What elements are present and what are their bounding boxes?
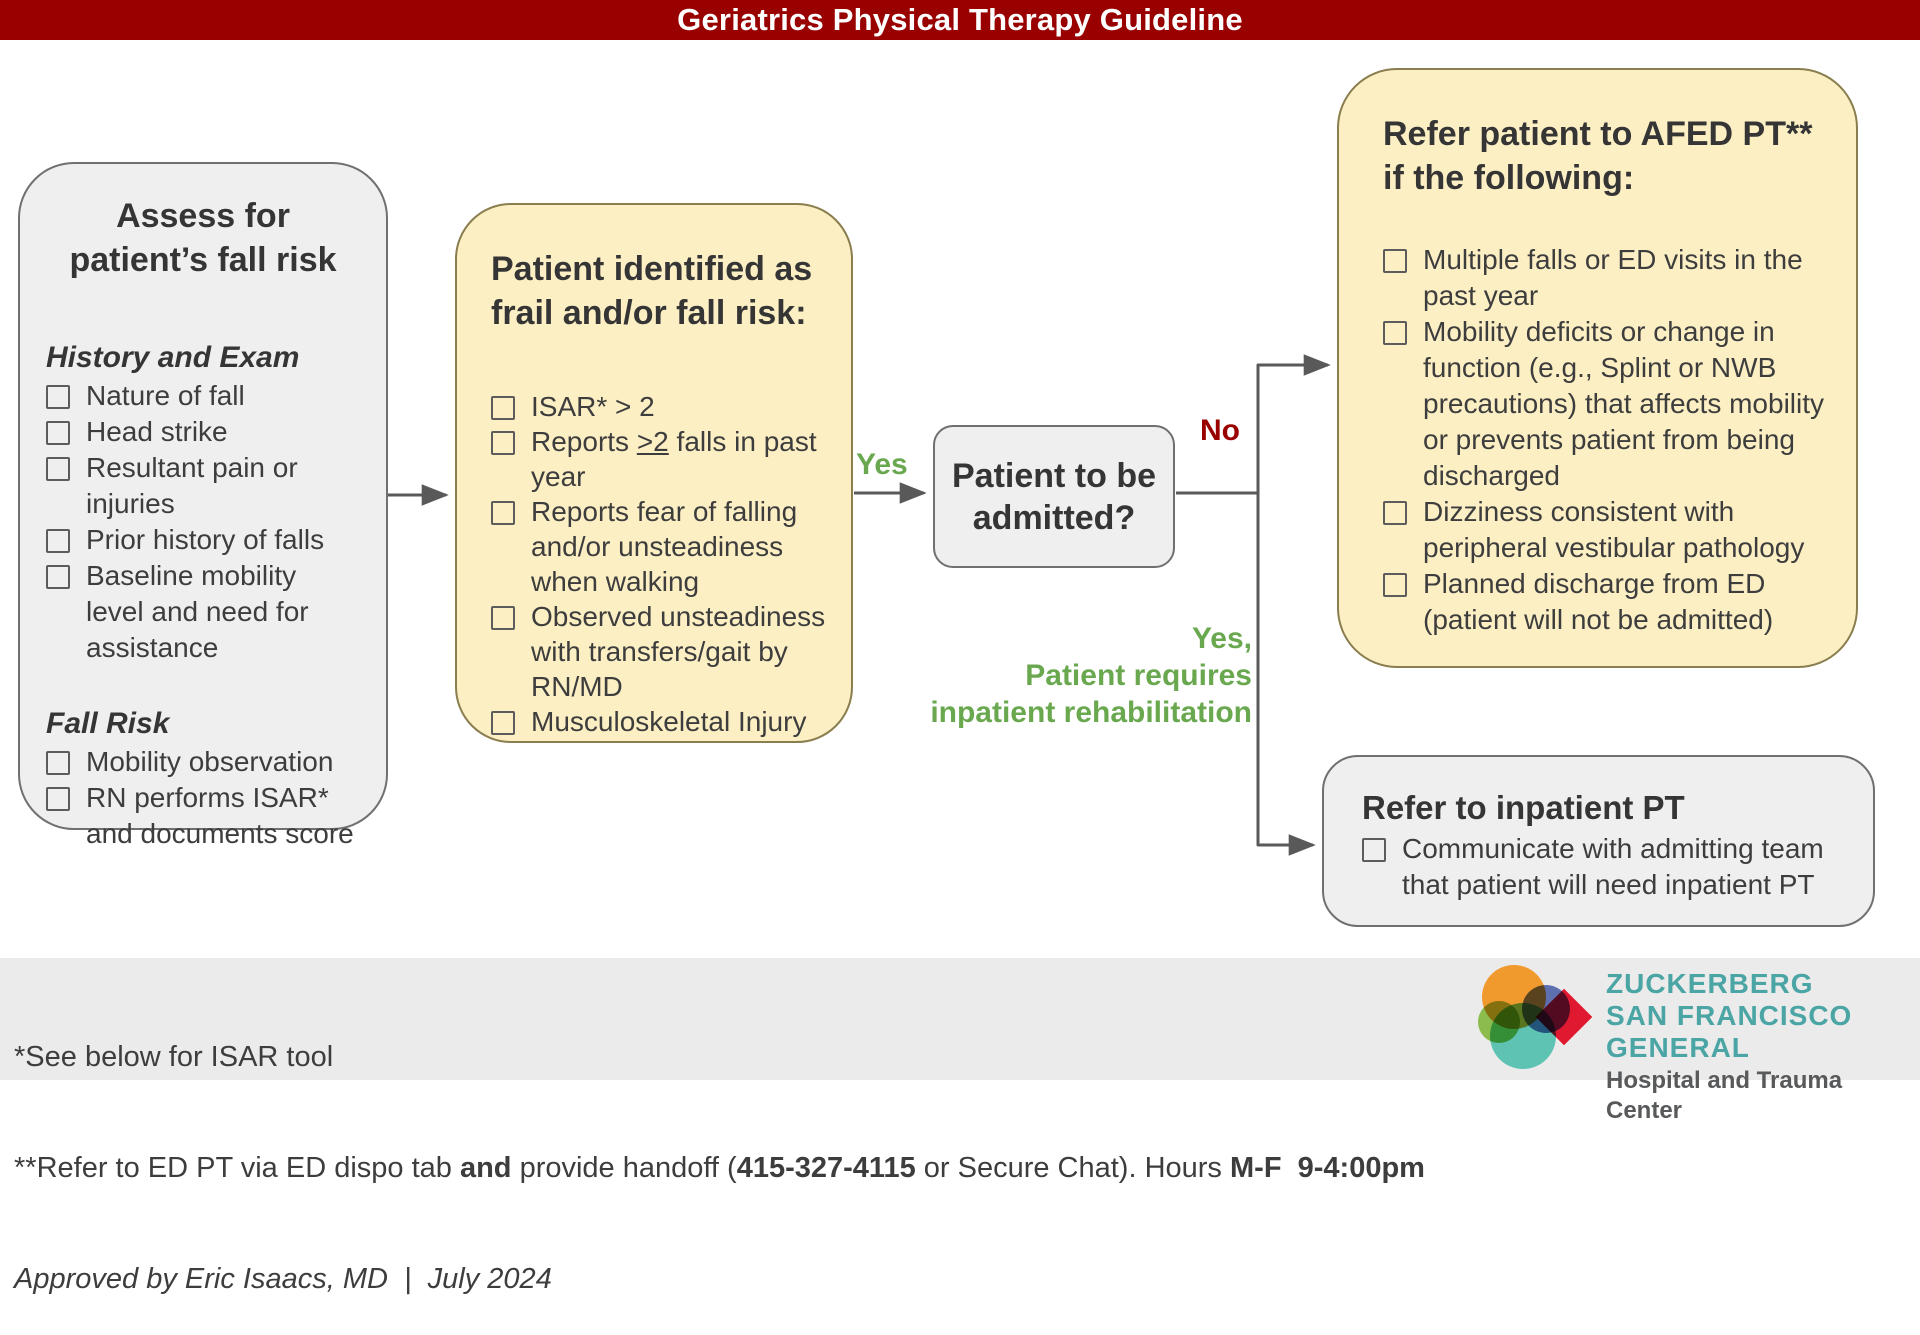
admitted-box-title: Patient to be admitted? (951, 456, 1157, 537)
checkbox-icon (491, 501, 515, 525)
greater-equal-2: >2 (636, 426, 669, 457)
logo-line-zuckerberg: ZUCKERBERG (1606, 968, 1814, 999)
inpatient-box-title: Refer to inpatient PT (1362, 789, 1685, 826)
checklist-item-label: Multiple falls or ED visits in the past … (1423, 244, 1803, 311)
checklist-item: Mobility observation (46, 744, 360, 780)
yes-label: Yes (856, 448, 908, 481)
hours-text: M-F 9-4:00pm (1230, 1152, 1425, 1184)
checklist-item: RN performs ISAR* and documents score (46, 780, 360, 852)
checklist-item: Nature of fall (46, 378, 360, 414)
assess-box-title: Assess for patient’s fall risk (69, 197, 337, 279)
logo-line-sfgeneral: SAN FRANCISCO GENERAL (1606, 1000, 1853, 1063)
yes-rehab-line3: inpatient rehabilitation (930, 696, 1252, 729)
checklist-item: Observed unsteadiness with transfers/gai… (491, 599, 827, 704)
logo-line-hospital: Hospital and Trauma Center (1606, 1067, 1843, 1124)
afed-referral-box: Refer patient to AFED PT** if the follow… (1337, 68, 1858, 668)
item-text-post: falls in past year (531, 426, 817, 492)
assess-fall-risk-box: Assess for patient’s fall risk History a… (18, 162, 388, 849)
checkbox-icon (491, 431, 515, 455)
checklist-item-label: Baseline mobility level and need for ass… (86, 560, 309, 663)
footnote-and-bold: and (459, 1152, 512, 1184)
arrow-no-to-afed (1176, 354, 1331, 495)
footnote-refer-text: **Refer to ED PT via ED dispo tab (14, 1152, 460, 1184)
checklist-item-label: Communicate with admitting team that pat… (1402, 833, 1824, 900)
no-label: No (1200, 414, 1240, 447)
checkbox-icon (491, 606, 515, 630)
checkbox-icon (1383, 501, 1407, 525)
checklist-item: Musculoskeletal Injury (491, 704, 827, 739)
checklist-item-label: ISAR* > 2 (531, 391, 655, 422)
footnote-refer: **Refer to ED PT via ED dispo tab and pr… (14, 1150, 1920, 1187)
checkbox-icon (46, 751, 70, 775)
footnote-isar: *See below for ISAR tool (14, 1041, 334, 1073)
inpatient-referral-box: Refer to inpatient PT Communicate with a… (1322, 755, 1875, 927)
checklist-item-label: Mobility observation (86, 746, 334, 777)
checkbox-icon (46, 529, 70, 553)
hospital-logo-text: ZUCKERBERG SAN FRANCISCO GENERAL Hospita… (1606, 968, 1898, 1126)
checkbox-icon (491, 711, 515, 735)
frail-box-title: Patient identified as frail and/or fall … (491, 250, 813, 332)
checklist-item-label: Planned discharge from ED (patient will … (1423, 568, 1774, 635)
afed-box-title: Refer patient to AFED PT** if the follow… (1383, 115, 1813, 197)
checkbox-icon (491, 396, 515, 420)
item-text-pre: Reports (531, 426, 637, 457)
footnote-refer-text: or Secure Chat). Hours (915, 1152, 1230, 1184)
title-bar: Geriatrics Physical Therapy Guideline (0, 0, 1920, 40)
checkbox-icon (46, 787, 70, 811)
checklist-item-label: Nature of fall (86, 380, 245, 411)
frail-fall-risk-box: Patient identified as frail and/or fall … (455, 203, 853, 743)
footnote-refer-text: provide handoff ( (511, 1152, 737, 1184)
admitted-decision-box: Patient to be admitted? (933, 425, 1175, 568)
checkbox-icon (46, 457, 70, 481)
arrow-yes-to-inpatient (1256, 493, 1316, 856)
checkbox-icon (1383, 321, 1407, 345)
checklist-item-label: Dizziness consistent with peripheral ves… (1423, 496, 1805, 563)
checklist-item: Baseline mobility level and need for ass… (46, 558, 360, 666)
checklist-item: Dizziness consistent with peripheral ves… (1383, 494, 1830, 566)
yes-rehab-label: Yes, Patient requires inpatient rehabili… (900, 620, 1252, 731)
checklist-item-label: Reports >2 falls in past year (531, 424, 827, 494)
hospital-logo: ZUCKERBERG SAN FRANCISCO GENERAL Hospita… (1478, 962, 1898, 1124)
checkbox-icon (1362, 838, 1386, 862)
checkbox-icon (1383, 249, 1407, 273)
checklist-item-label: Reports fear of falling and/or unsteadin… (531, 496, 798, 597)
yes-rehab-line1: Yes, (1191, 622, 1252, 655)
history-exam-heading: History and Exam (46, 341, 300, 374)
checklist-item-label: Observed unsteadiness with transfers/gai… (531, 601, 826, 702)
yes-rehab-line2: Patient requires (1025, 659, 1252, 692)
checklist-item-label: Musculoskeletal Injury (531, 706, 807, 737)
checklist-item-label: Head strike (86, 416, 228, 447)
checklist-item: Communicate with admitting team that pat… (1362, 831, 1847, 903)
checklist-item-label: Resultant pain or injuries (86, 452, 298, 519)
checklist-item: Reports fear of falling and/or unsteadin… (491, 494, 827, 599)
checklist-item: Multiple falls or ED visits in the past … (1383, 242, 1830, 314)
checklist-item: Mobility deficits or change in function … (1383, 314, 1830, 494)
checkbox-icon (46, 385, 70, 409)
checklist-item: Planned discharge from ED (patient will … (1383, 566, 1830, 638)
checklist-item-label: Prior history of falls (86, 524, 325, 555)
hospital-logo-icon (1478, 965, 1604, 1069)
checkbox-icon (1383, 573, 1407, 597)
phone-number: 415-327-4115 (736, 1152, 916, 1184)
checklist-item-label: RN performs ISAR* and documents score (86, 782, 354, 849)
approval-line: Approved by Eric Isaacs, MD | July 2024 (14, 1263, 552, 1295)
checklist-item: ISAR* > 2 (491, 389, 827, 424)
checklist-item: Prior history of falls (46, 522, 360, 558)
checkbox-icon (46, 565, 70, 589)
checkbox-icon (46, 421, 70, 445)
page-title: Geriatrics Physical Therapy Guideline (677, 2, 1243, 37)
checklist-item: Head strike (46, 414, 360, 450)
checklist-item: Resultant pain or injuries (46, 450, 360, 522)
checklist-item-label: Mobility deficits or change in function … (1423, 316, 1825, 491)
checklist-item: Reports >2 falls in past year (491, 424, 827, 494)
fall-risk-heading: Fall Risk (46, 707, 170, 740)
